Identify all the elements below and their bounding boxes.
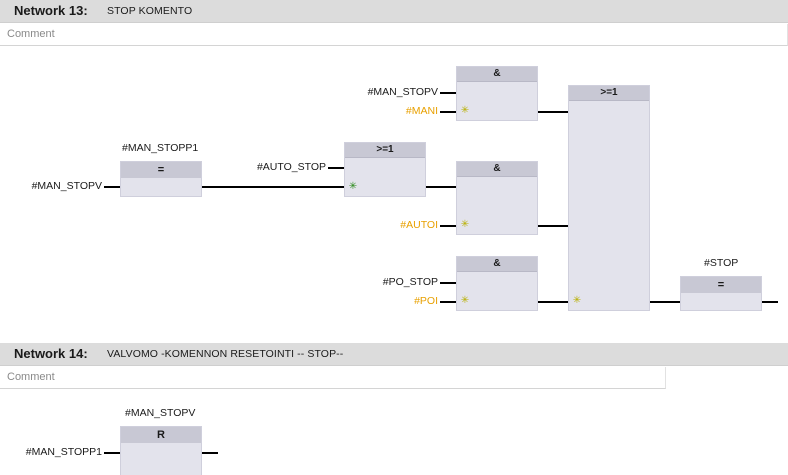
coil1-operand[interactable]: #MAN_STOPP1 (122, 142, 199, 154)
wire (650, 301, 680, 303)
or1-input1-operand[interactable]: #AUTO_STOP (256, 161, 326, 173)
or-box-2[interactable]: >=1 (568, 85, 650, 311)
wire (426, 186, 456, 188)
network-13-description: STOP KOMENTO (107, 5, 193, 17)
and3-input2-operand[interactable]: #POI (414, 295, 438, 307)
and-box-3[interactable]: & (456, 256, 538, 311)
coil1-input-operand[interactable]: #MAN_STOPV (31, 180, 102, 192)
reset-symbol: R (121, 427, 201, 443)
and3-symbol: & (457, 257, 537, 272)
negation-marker-icon (460, 106, 470, 116)
negation-marker-icon (348, 182, 358, 192)
wire (202, 186, 344, 188)
reset-coil[interactable]: R (120, 426, 202, 475)
wire (202, 452, 218, 454)
wire (538, 225, 568, 227)
or1-symbol: >=1 (345, 143, 425, 158)
network-14-comment[interactable]: Comment (0, 367, 666, 389)
reset-operand[interactable]: #MAN_STOPV (125, 407, 196, 419)
and2-input2-operand[interactable]: #AUTOI (400, 219, 438, 231)
coil2-symbol: = (681, 277, 761, 293)
network-13-title: Network 13: (14, 3, 88, 18)
negation-marker-icon (460, 296, 470, 306)
and1-input1-operand[interactable]: #MAN_STOPV (367, 86, 438, 98)
and1-input2-operand[interactable]: #MANI (405, 105, 438, 117)
network-14-title: Network 14: (14, 346, 88, 361)
and-box-2[interactable]: & (456, 161, 538, 235)
reset-input-operand[interactable]: #MAN_STOPP1 (25, 446, 102, 458)
network-13-comment[interactable]: Comment (0, 24, 788, 46)
and2-symbol: & (457, 162, 537, 177)
negation-marker-icon (572, 296, 582, 306)
wire (104, 186, 120, 188)
wire (440, 111, 456, 113)
wire (762, 301, 778, 303)
network-14-description: VALVOMO -KOMENNON RESETOINTI -- STOP-- (107, 348, 344, 360)
coil1-symbol: = (121, 162, 201, 178)
network-13-header[interactable]: Network 13: STOP KOMENTO (0, 0, 788, 23)
wire (328, 167, 344, 169)
negation-marker-icon (460, 220, 470, 230)
and3-input1-operand[interactable]: #PO_STOP (382, 276, 438, 288)
or2-symbol: >=1 (569, 86, 649, 101)
wire (440, 92, 456, 94)
comment-placeholder: Comment (7, 28, 55, 40)
wire (538, 111, 568, 113)
assignment-coil-2[interactable]: = (680, 276, 762, 311)
coil2-operand[interactable]: #STOP (704, 257, 739, 269)
and-box-1[interactable]: & (456, 66, 538, 121)
wire (104, 452, 120, 454)
wire (538, 301, 568, 303)
wire (440, 301, 456, 303)
and1-symbol: & (457, 67, 537, 82)
wire (440, 225, 456, 227)
assignment-coil-1[interactable]: = (120, 161, 202, 197)
wire (440, 282, 456, 284)
network-14-header[interactable]: Network 14: VALVOMO -KOMENNON RESETOINTI… (0, 343, 788, 366)
comment-placeholder: Comment (7, 371, 55, 383)
